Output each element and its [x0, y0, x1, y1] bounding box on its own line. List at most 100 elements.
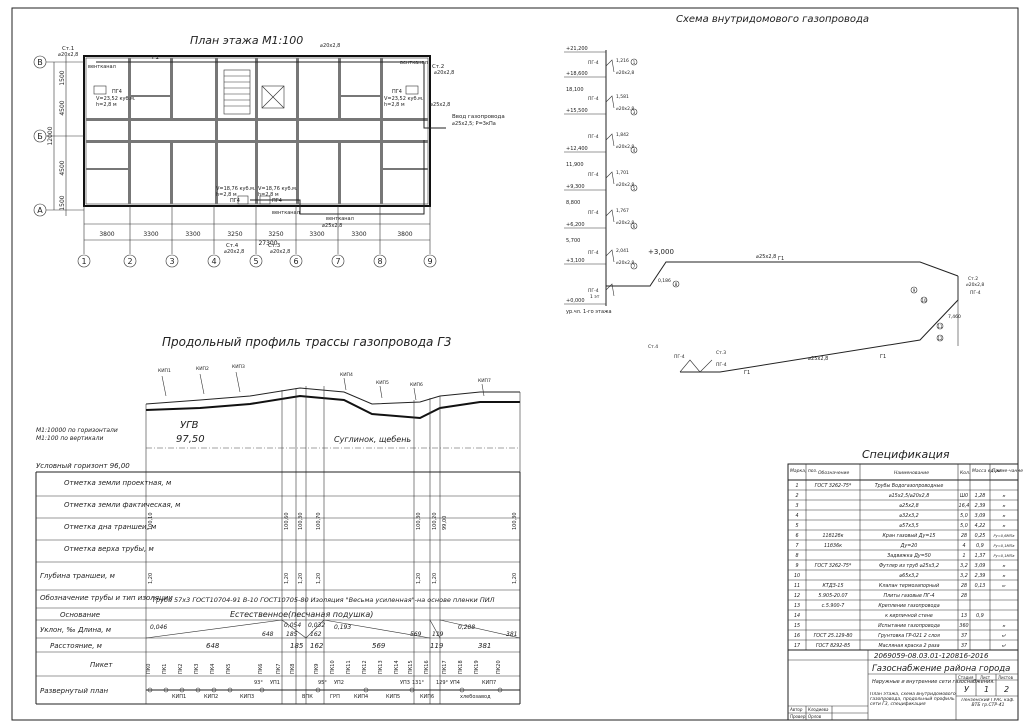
- row-label: Пикет: [90, 661, 113, 669]
- mark-value: 100,30: [416, 513, 422, 531]
- pipe-diameter: ⌀20х2,8: [616, 144, 634, 150]
- spec-cell: м: [1003, 624, 1006, 628]
- pipe-code: Г1: [880, 354, 886, 360]
- picket-label: ПК17: [442, 660, 448, 674]
- spec-header: Марка, поз.: [790, 468, 817, 474]
- mark-value: 100,10: [148, 513, 154, 531]
- soil-label: Суглинок, щебень: [334, 435, 411, 444]
- riser-diameter: ⌀20х2,8: [224, 249, 244, 255]
- sheet-description-text: План этажа, схема внутридомового газопро…: [870, 692, 956, 707]
- column-dimension: 3300: [143, 231, 158, 238]
- room-volume: V=23,52 куб.м.: [96, 96, 136, 102]
- sheets-value: 2: [1004, 685, 1009, 694]
- plan-label: УП4: [450, 680, 460, 686]
- pipe-code: Г1: [778, 256, 784, 262]
- riser-label: Ст.3: [716, 350, 726, 356]
- riser-label: Ст.4: [226, 243, 239, 249]
- spec-cell: м²: [1002, 644, 1007, 648]
- column-dimension: 3250: [227, 231, 242, 238]
- spec-cell: 2: [795, 493, 798, 499]
- depth-value: 1,20: [148, 573, 154, 584]
- plan-label: хлебозавод: [460, 694, 491, 700]
- total-width: 27300: [258, 240, 277, 247]
- depth-value: 1,20: [284, 573, 290, 584]
- distance-value: 381: [478, 642, 491, 650]
- picket-label: ПК4: [210, 664, 216, 675]
- pipe-diameter: ⌀25х2,8: [322, 223, 342, 229]
- spec-cell: ⌀32х3,2: [899, 513, 918, 519]
- spec-cell: м: [1003, 564, 1006, 568]
- pipe-diameter: ⌀20х2,8: [320, 43, 340, 49]
- axis-col-label: 8: [377, 257, 382, 266]
- sheets-header: Листов: [998, 675, 1014, 680]
- plan-label: КИП3: [240, 694, 254, 700]
- elevation-mark: 5,700: [566, 238, 580, 244]
- elevation-marks: +21,200 +18,600 18,100 +15,500 +12,400 1…: [564, 46, 612, 315]
- spec-cell: Футляр из труб ⌀25х3,2: [879, 563, 939, 569]
- spec-cell: 11: [794, 583, 800, 589]
- spec-cell: 1,28: [975, 493, 986, 499]
- riser-group-right: Ст.2 ⌀20х2,8 ПГ-4 9 10 7,460 11 12: [910, 276, 984, 346]
- floor-branches: ПГ-4 1,216 ⌀20х2,8 1 ПГ-4 1,581 ⌀20х2,8 …: [588, 58, 638, 300]
- elevation-mark: 11,900: [566, 162, 584, 168]
- slope-value: 0,193: [334, 624, 351, 631]
- spec-cell: 28: [961, 593, 967, 599]
- spec-cell: ГОСТ 3262-75*: [815, 483, 852, 489]
- plan-label: УП1: [270, 680, 280, 686]
- vent-label: вентканал: [326, 216, 354, 222]
- angle-label: 95°: [318, 680, 327, 686]
- stage-value: У: [964, 685, 970, 694]
- spec-cell: 4: [962, 543, 965, 549]
- axis-col-label: 2: [127, 257, 132, 266]
- axis-col-label: 6: [293, 257, 298, 266]
- plan-label: УП2: [334, 680, 344, 686]
- node-mark: 1,701: [616, 170, 629, 176]
- length-value: 162: [310, 631, 322, 638]
- row-label: Основание: [60, 611, 100, 619]
- riser-diameter: ⌀20х2,8: [58, 52, 78, 58]
- distance-value: 648: [206, 642, 220, 650]
- picket-label: ПК18: [458, 660, 464, 674]
- spec-cell: ⌀65х3,2: [899, 573, 918, 579]
- stove-label: ПГ4: [230, 198, 240, 204]
- axis-col-label: 4: [211, 257, 216, 266]
- riser-label: Ст.2: [968, 276, 978, 282]
- picket-label: ПК11: [346, 660, 352, 674]
- row-dimension: 1500: [59, 195, 66, 210]
- stove-label: ПГ-4: [588, 210, 599, 216]
- spec-cell: 15: [794, 623, 800, 629]
- kip-label: КИП5: [376, 380, 389, 386]
- developed-plan: КИП1 КИП2 КИП3 КИП4 КИП5 КИП6 КИП7 ВПК Г…: [146, 680, 520, 700]
- spec-header: Приме-чание: [992, 468, 1023, 474]
- spec-cell: 13: [961, 613, 967, 619]
- total-height: 12000: [47, 126, 54, 145]
- pipe-diameter: ⌀20х2,8: [616, 106, 634, 112]
- kip-label: КИП4: [340, 372, 353, 378]
- vent-label: вентканал: [88, 64, 116, 70]
- spec-cell: ⌀15х2,5/⌀20х2,8: [889, 493, 930, 499]
- spec-cell: Плиты газовые ПГ-4: [884, 593, 935, 599]
- node-number: 12: [937, 336, 943, 341]
- checker-header: Провер.: [790, 714, 807, 719]
- node-mark: 1,842: [616, 132, 629, 138]
- outer-walls: [83, 55, 431, 207]
- spec-cell: Ру=0,6МПа: [993, 534, 1014, 538]
- pickets: ПК0 ПК1 ПК2 ПК3 ПК4 ПК5 ПК6 ПК7 ПК8 ПК9 …: [146, 660, 502, 674]
- axis-row-label: В: [37, 58, 43, 67]
- row-dimension: 1500: [59, 70, 66, 85]
- column-axes: 3800 3300 3300 3250 3250 3300 3300 3800 …: [77, 206, 437, 268]
- spec-cell: 14: [794, 613, 800, 619]
- spec-cell: Кран газовый Ду=15: [883, 533, 936, 539]
- node-number: 7: [633, 264, 636, 269]
- spec-cell: Ду=20: [900, 543, 918, 549]
- distance-value: 119: [430, 642, 444, 650]
- sheet-description: План этажа, схема внутридомового газопро…: [870, 692, 956, 707]
- stove-label: ПГ4: [112, 89, 122, 95]
- spec-cell: 37: [961, 643, 967, 649]
- vent-label: вентканал: [400, 60, 428, 66]
- longitudinal-profile: Продольный профиль трассы газопровода Г3…: [35, 335, 521, 705]
- stove-label: ПГ-4: [588, 250, 599, 256]
- picket-label: ПК14: [394, 660, 400, 674]
- column-dimension: 3300: [185, 231, 200, 238]
